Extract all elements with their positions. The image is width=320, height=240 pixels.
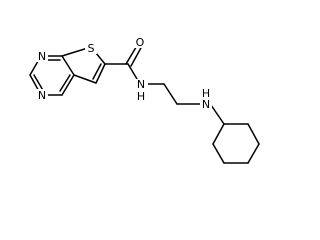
- atom-h-amine: H: [202, 87, 210, 100]
- bond-thio-2: [95, 63, 106, 84]
- atom-n-amide: N: [137, 78, 145, 91]
- bond-nh-ring: [210, 104, 225, 125]
- n-pyr1-bg: [36, 50, 48, 62]
- bond-cyhex-3: [247, 143, 260, 164]
- n-amide-bg: [136, 79, 148, 103]
- n-amine-bg: [200, 88, 212, 110]
- atom-n-pyr2: N: [38, 89, 46, 102]
- s-thio-bg: [85, 42, 97, 54]
- bond-ch2-ch2: [163, 83, 178, 105]
- bond-cyhex-5: [212, 143, 225, 164]
- atom-n-amine: N: [202, 98, 210, 111]
- atom-o-carbonyl: O: [136, 36, 145, 49]
- bond-cyhex-2: [247, 123, 260, 145]
- bond-pyr-5: [61, 55, 75, 76]
- o-carbonyl-bg: [134, 36, 146, 48]
- atom-n-pyr1: N: [38, 50, 46, 63]
- bond-thio-1: [73, 74, 97, 84]
- n-pyr2-bg: [36, 89, 48, 101]
- atom-h-amide: H: [137, 90, 145, 103]
- structure-diagram: N N S O N H H N: [29, 36, 260, 164]
- bond-thio-2-double: [92, 63, 102, 80]
- bond-carbonyl-o-2: [130, 45, 143, 67]
- bond-pyr-4-double: [59, 74, 71, 92]
- atom-s-thio: S: [88, 42, 95, 55]
- bond-cyhex-6: [212, 123, 225, 145]
- bond-pyr-4: [61, 74, 75, 96]
